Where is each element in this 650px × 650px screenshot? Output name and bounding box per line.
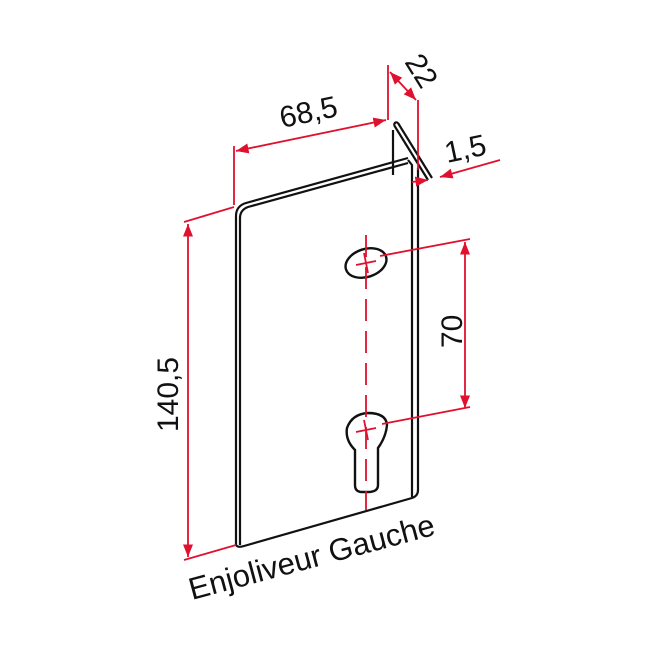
plate-outline xyxy=(234,121,433,548)
part-title: Enjoliveur Gauche xyxy=(185,507,439,606)
dimension-lines xyxy=(182,65,501,561)
dim-height: 140,5 xyxy=(152,357,185,432)
dim-width: 68,5 xyxy=(277,90,341,134)
dim-hole-spacing: 70 xyxy=(436,315,469,348)
dim-thickness: 1,5 xyxy=(442,129,490,170)
